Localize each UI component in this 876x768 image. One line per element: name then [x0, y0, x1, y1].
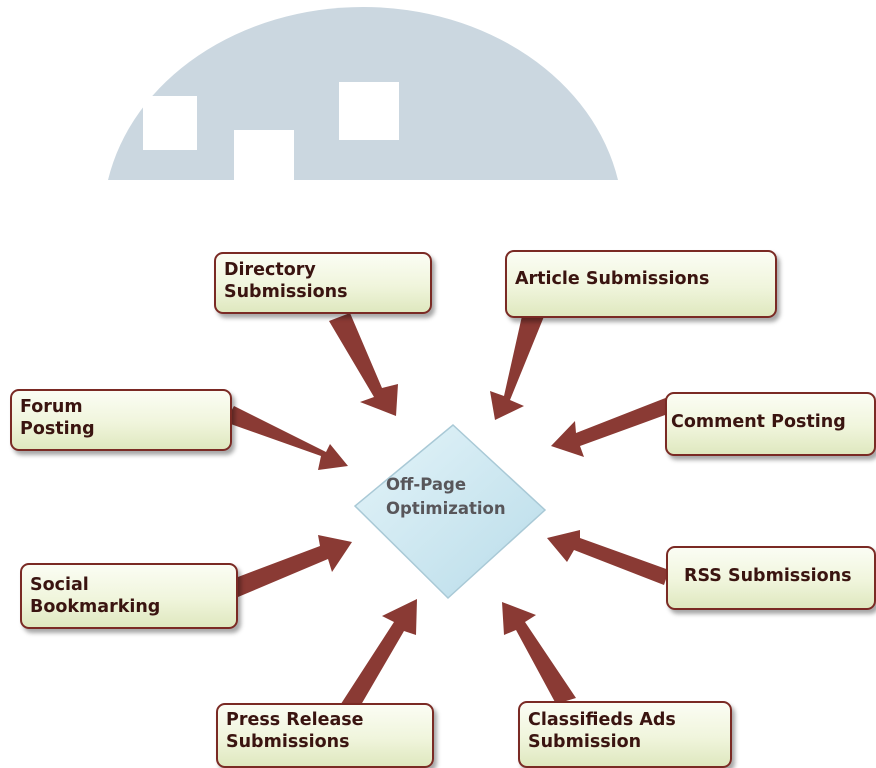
watermark-base-gap	[100, 180, 630, 192]
node-comment-posting: Comment Posting	[665, 392, 876, 456]
watermark-square-middle	[234, 130, 294, 182]
node-press-line2: Submissions	[226, 732, 350, 752]
watermark-square-right	[339, 82, 399, 140]
node-social-line2: Bookmarking	[30, 597, 161, 617]
node-forum-line1: Forum	[20, 397, 83, 417]
node-article-submissions: Article Submissions	[505, 250, 777, 318]
arrow-directory	[329, 313, 398, 416]
arrow-rss	[547, 530, 669, 585]
node-rss-submissions: RSS Submissions	[666, 546, 876, 610]
arrow-forum	[225, 406, 348, 470]
center-label: Off-Page Optimization	[386, 473, 536, 521]
node-classifieds-line2: Submission	[528, 732, 642, 752]
node-classifieds-ads-submission: Classifieds Ads Submission	[518, 701, 732, 768]
node-classifieds-line1: Classifieds Ads	[528, 710, 676, 730]
arrow-article	[490, 307, 545, 420]
center-diamond	[353, 424, 547, 600]
node-press-release-submissions: Press Release Submissions	[216, 703, 434, 768]
node-rss-line1: RSS Submissions	[684, 566, 852, 586]
node-social-bookmarking: Social Bookmarking	[20, 563, 238, 629]
node-press-line1: Press Release	[226, 710, 364, 730]
arrow-classifieds	[502, 602, 576, 704]
center-label-line2: Optimization	[386, 499, 506, 518]
center-label-line1: Off-Page	[386, 475, 467, 494]
arrow-social	[230, 535, 352, 597]
node-comment-line1: Comment Posting	[671, 412, 846, 432]
arrow-comment	[551, 397, 676, 457]
node-forum-line2: Posting	[20, 419, 95, 439]
watermark-square-left	[143, 96, 197, 150]
arrows	[225, 307, 676, 710]
node-directory-line2: Submissions	[224, 282, 348, 302]
node-article-line1: Article Submissions	[515, 269, 710, 289]
node-social-line1: Social	[30, 575, 89, 595]
node-directory-line1: Directory	[224, 260, 316, 280]
arrow-press	[337, 599, 417, 710]
node-directory-submissions: Directory Submissions	[214, 252, 432, 314]
watermark-logo	[100, 6, 630, 192]
node-forum-posting: Forum Posting	[10, 389, 232, 451]
